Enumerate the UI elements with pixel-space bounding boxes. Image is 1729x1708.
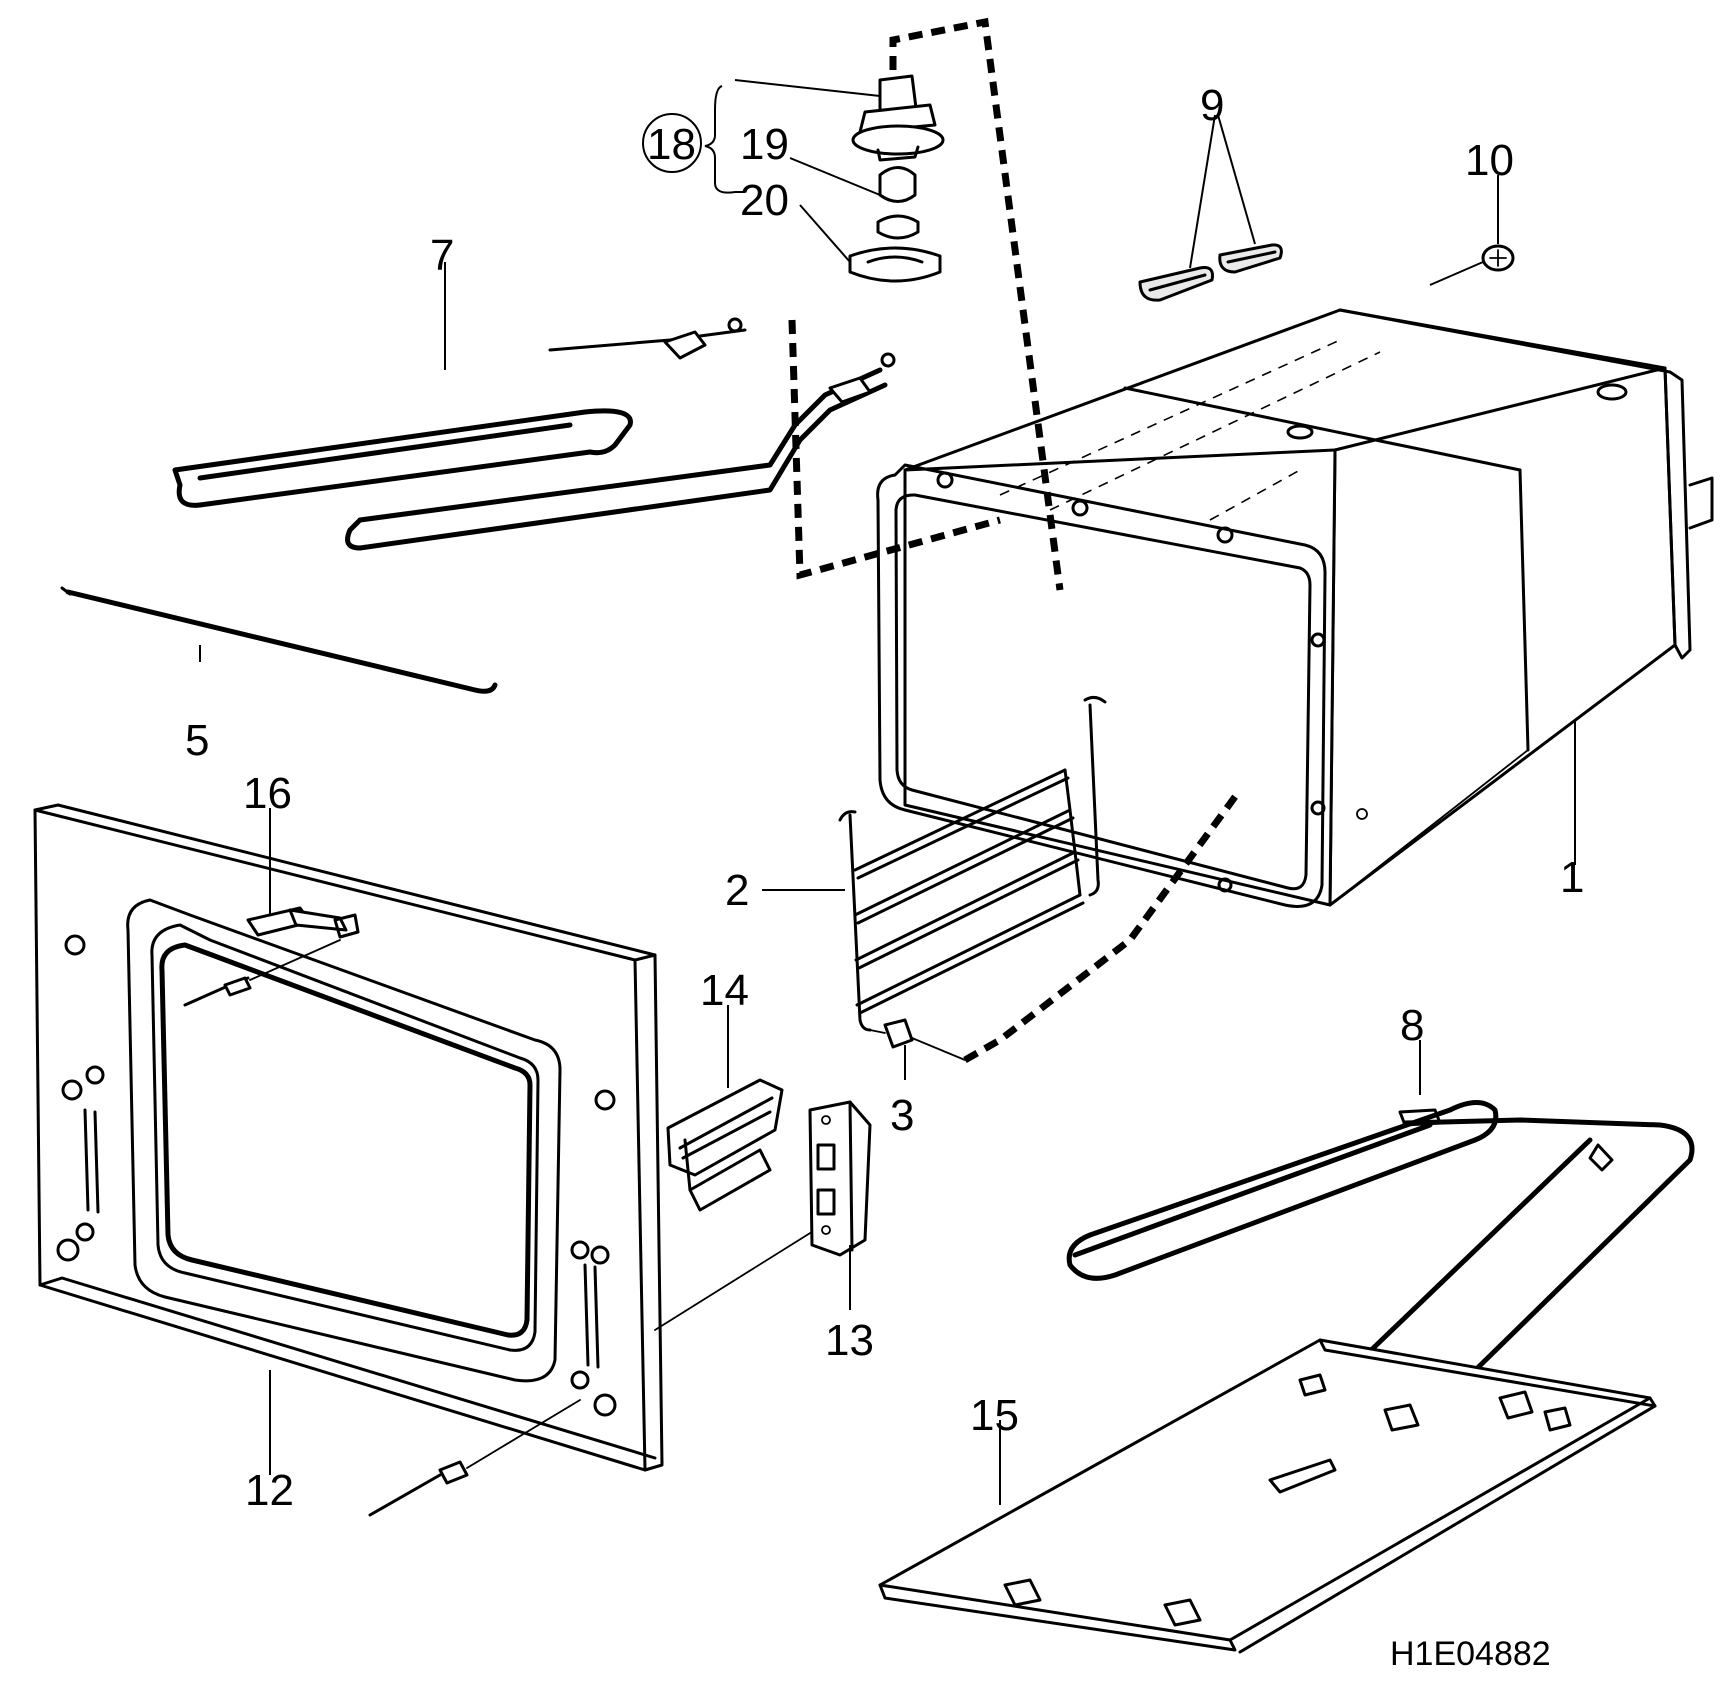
callout-16: 16 <box>243 769 292 818</box>
clip-part-16 <box>246 808 360 939</box>
drawing-code: H1E04882 <box>1390 1635 1551 1673</box>
callout-10: 10 <box>1465 136 1514 185</box>
leader-lines <box>199 79 1576 1475</box>
callout-7: 7 <box>430 231 454 280</box>
callout-8: 8 <box>1400 1001 1424 1050</box>
shelf-support-rack-part-2 <box>838 695 1107 1032</box>
front-frame-part-12 <box>33 803 816 1517</box>
callout-15: 15 <box>970 1391 1019 1440</box>
clips-part-9 <box>1138 114 1283 302</box>
callout-9: 9 <box>1200 81 1224 130</box>
bottom-plate-part-15 <box>878 1338 1657 1654</box>
callout-20: 20 <box>740 176 789 225</box>
callout-13: 13 <box>825 1316 874 1365</box>
grill-element-part-7 <box>172 317 1001 580</box>
callout-labels: 1 2 3 5 7 8 9 10 12 13 14 15 16 18 19 20… <box>185 81 1584 1673</box>
callout-19: 19 <box>740 120 789 169</box>
oven-cavity-part-1 <box>876 308 1714 908</box>
lamp-assembly-parts-18-20 <box>848 17 1064 591</box>
callout-14: 14 <box>700 966 749 1015</box>
nut-part-10 <box>1429 175 1515 286</box>
connector-part-3 <box>869 787 1243 1064</box>
callout-18-circle <box>642 113 702 173</box>
callout-12: 12 <box>245 1466 294 1515</box>
callout-5: 5 <box>185 716 209 765</box>
callout-18: 18 <box>647 120 696 169</box>
bracket-part-13 <box>808 1100 872 1310</box>
bracket-part-14 <box>666 1005 784 1212</box>
callout-2: 2 <box>725 866 749 915</box>
rod-part-5 <box>60 586 498 694</box>
callout-3: 3 <box>890 1091 914 1140</box>
callout-1: 1 <box>1560 853 1584 902</box>
